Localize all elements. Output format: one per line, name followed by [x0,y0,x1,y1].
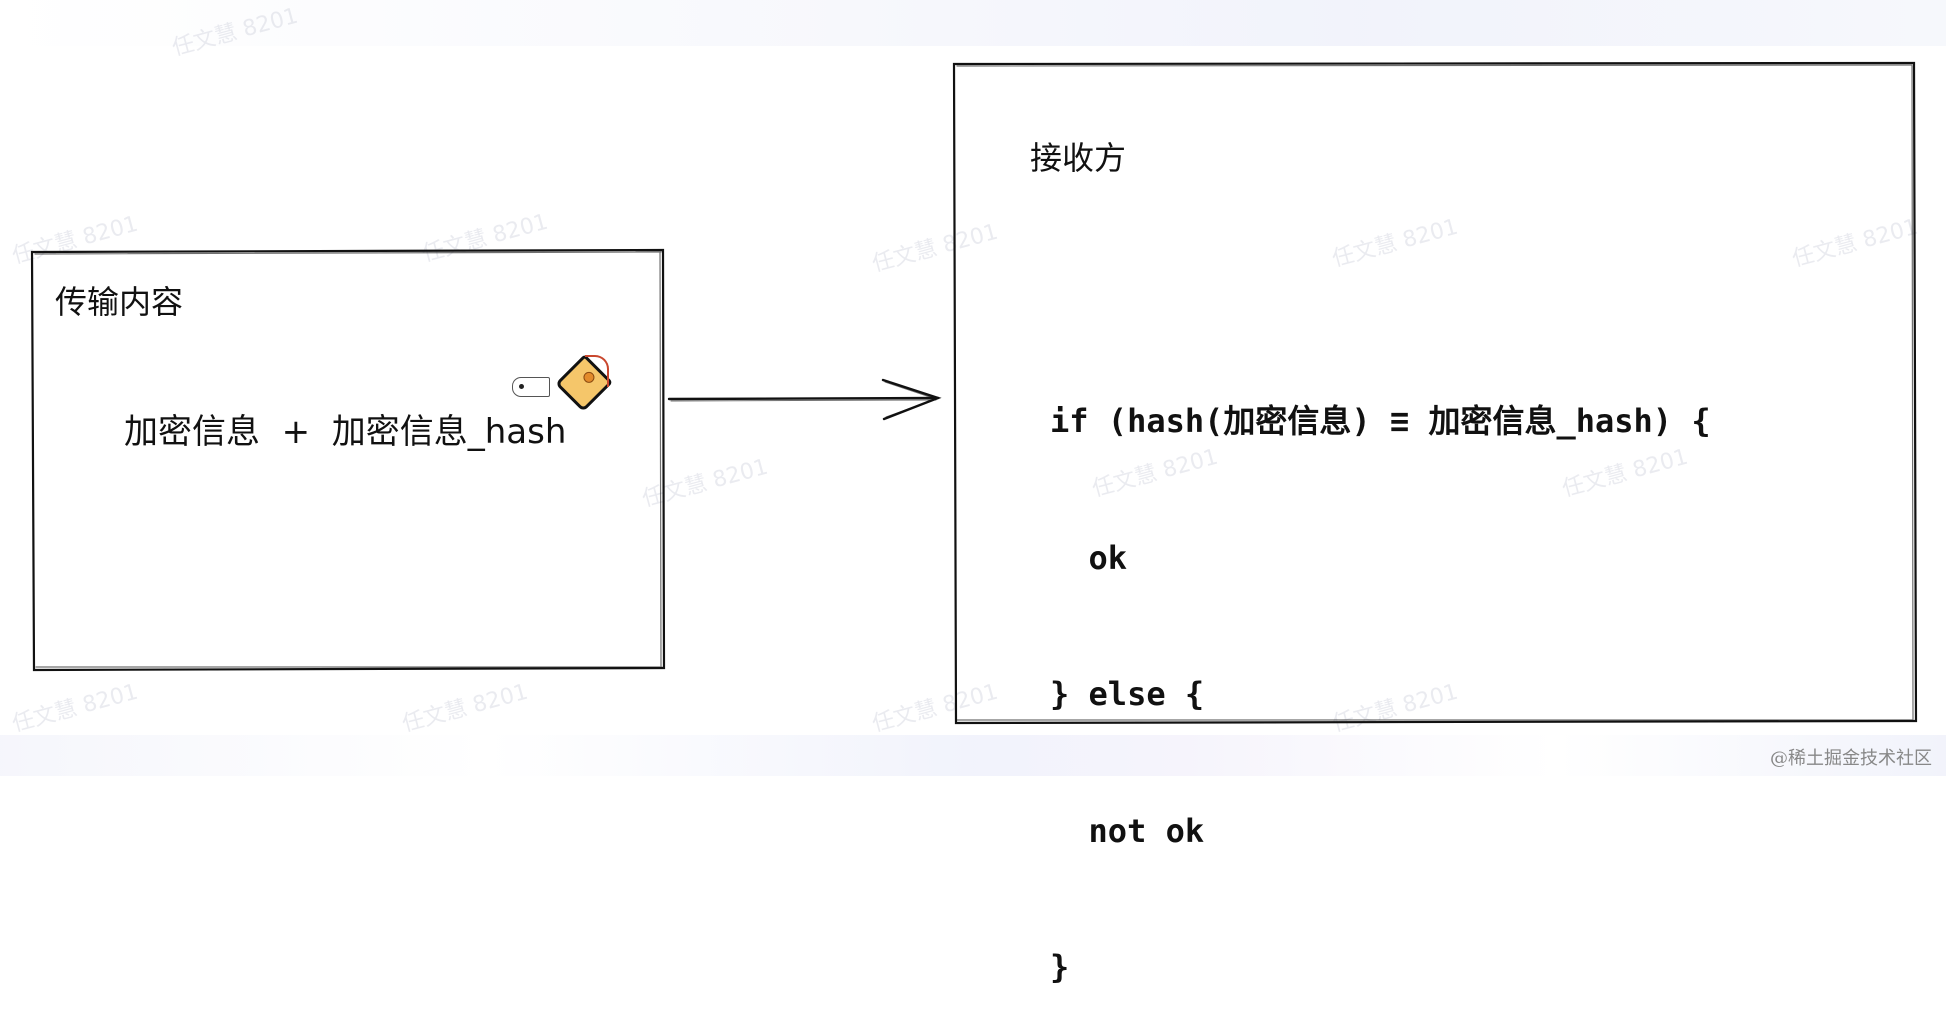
background-band-bottom [0,735,1946,776]
verification-code-block: if (hash(加密信息) ≡ 加密信息_hash) { ok } else … [1050,308,1711,1036]
sender-payload-text: 加密信息 + 加密信息_hash [124,412,567,452]
tag-string-decoration [585,355,609,387]
source-watermark: @稀土掘金技术社区 [1770,748,1932,769]
sender-box-title: 传输内容 [55,283,184,321]
code-line: } [1050,948,1070,986]
code-line: not ok [1050,811,1205,850]
background-band-top [0,0,1946,46]
diagram-strokes [30,61,1918,725]
code-line: ok [1050,538,1128,577]
arrow-right [667,378,942,421]
code-line: } else { [1050,675,1205,713]
receiver-box-outline [952,61,1918,725]
receiver-box-title: 接收方 [1030,139,1127,177]
code-line: if (hash(加密信息) ≡ 加密信息_hash) { [1050,402,1711,440]
sender-box-outline [30,248,666,672]
label-tag-outline-icon [512,377,550,397]
